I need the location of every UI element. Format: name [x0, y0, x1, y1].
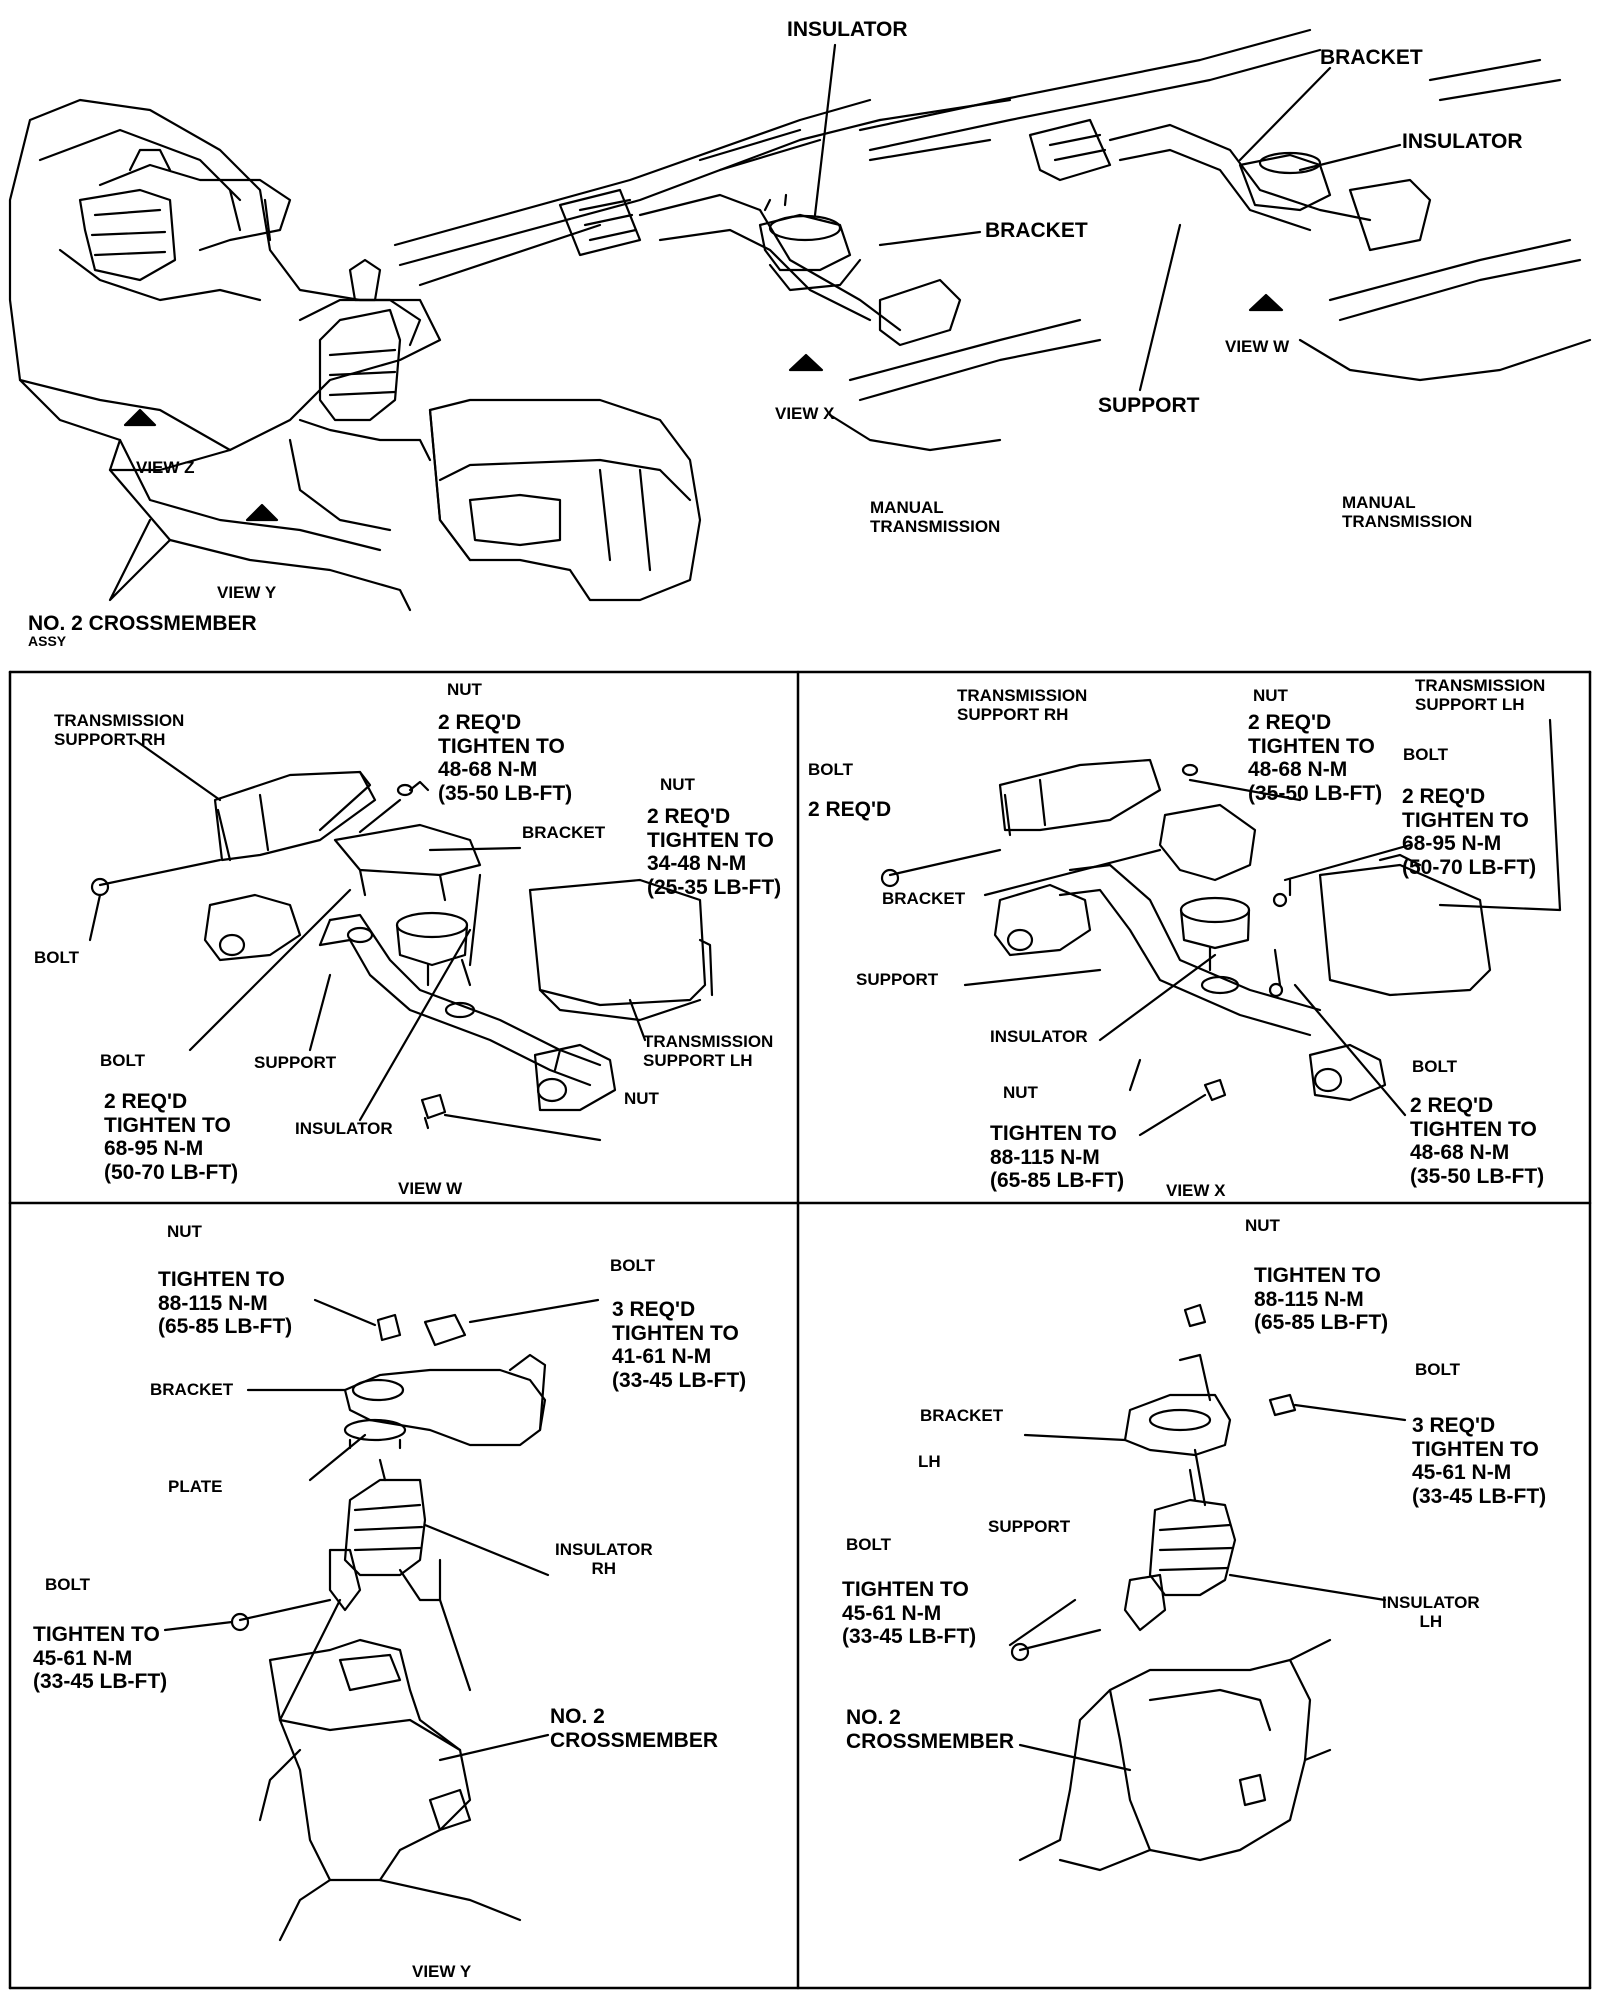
label-support-top: SUPPORT: [1098, 394, 1200, 417]
x-label-nut-lower: NUT: [1003, 1083, 1038, 1102]
w-label-bolt-left: BOLT: [34, 948, 80, 967]
y-label-bolt-top: BOLT: [610, 1256, 656, 1275]
x-label-support: SUPPORT: [856, 970, 939, 989]
w-label-nut-bottom: NUT: [624, 1089, 659, 1108]
crossmember-assy-drawing: [8, 98, 702, 612]
view-w-drawing: [88, 738, 714, 1142]
w-caption-view-w: VIEW W: [398, 1179, 463, 1198]
w-label-nut-top: NUT: [447, 680, 482, 699]
label-manual-transmission-2: MANUAL TRANSMISSION: [1342, 493, 1473, 532]
w-label-nut-right: NUT: [660, 775, 695, 794]
x-label-nut-lower-torque: TIGHTEN TO 88-115 N-M (65-85 LB-FT): [990, 1122, 1125, 1193]
x-label-insulator: INSULATOR: [990, 1027, 1088, 1046]
panel-grid: [8, 670, 1592, 1990]
z-label-bolt-right: BOLT: [1415, 1360, 1461, 1379]
w-label-bolt-lower: BOLT: [100, 1051, 146, 1070]
y-label-insulator-rh: INSULATOR RH: [555, 1540, 653, 1579]
label-view-x-top: VIEW X: [775, 404, 835, 423]
z-label-nut: NUT: [1245, 1216, 1280, 1235]
w-label-support: SUPPORT: [254, 1053, 337, 1072]
label-no2-crossmember: NO. 2 CROSSMEMBER: [28, 612, 257, 635]
label-view-y-top: VIEW Y: [217, 583, 277, 602]
y-label-bolt-left-torque: TIGHTEN TO 45-61 N-M (33-45 LB-FT): [33, 1623, 168, 1694]
x-label-2-reqd-left: 2 REQ'D: [808, 798, 892, 821]
view-y-drawing: [163, 1298, 600, 1942]
z-label-bolt-left: BOLT: [846, 1535, 892, 1554]
y-caption-view-y: VIEW Y: [412, 1962, 472, 1981]
top-leader-lines: [813, 43, 1402, 392]
y-label-plate: PLATE: [168, 1477, 223, 1496]
y-label-nut: NUT: [167, 1222, 202, 1241]
w-label-nut-torque: 2 REQ'D TIGHTEN TO 48-68 N-M (35-50 LB-F…: [438, 711, 573, 805]
label-insulator-right: INSULATOR: [1402, 130, 1523, 153]
view-x-drawing: [880, 718, 1562, 1137]
label-view-w-top: VIEW W: [1225, 337, 1290, 356]
z-label-bracket: BRACKET: [920, 1406, 1004, 1425]
x-label-bracket: BRACKET: [882, 889, 966, 908]
y-label-bracket: BRACKET: [150, 1380, 234, 1399]
x-label-transmission-support-lh: TRANSMISSION SUPPORT LH: [1415, 676, 1546, 715]
z-label-bolt-left-torque: TIGHTEN TO 45-61 N-M (33-45 LB-FT): [842, 1578, 977, 1649]
x-label-nut-top: NUT: [1253, 686, 1288, 705]
label-assy: ASSY: [28, 633, 67, 649]
w-label-transmission-support-lh: TRANSMISSION SUPPORT LH: [643, 1032, 774, 1071]
z-label-support: SUPPORT: [988, 1517, 1071, 1536]
x-label-bolt-left: BOLT: [808, 760, 854, 779]
support-view-w-drawing: [858, 28, 1592, 382]
z-label-no2-crossmember: NO. 2 CROSSMEMBER: [846, 1706, 1015, 1753]
z-label-lh: LH: [918, 1452, 941, 1471]
y-label-bolt-left: BOLT: [45, 1575, 91, 1594]
w-label-insulator: INSULATOR: [295, 1119, 393, 1138]
y-label-nut-torque: TIGHTEN TO 88-115 N-M (65-85 LB-FT): [158, 1268, 293, 1339]
z-label-insulator-lh: INSULATOR LH: [1382, 1593, 1480, 1632]
label-bracket-mid: BRACKET: [985, 219, 1088, 242]
x-label-bolt-lower: BOLT: [1412, 1057, 1458, 1076]
view-z-drawing: [1008, 1303, 1407, 1872]
label-insulator-top: INSULATOR: [787, 18, 908, 41]
x-label-nut-torque: 2 REQ'D TIGHTEN TO 48-68 N-M (35-50 LB-F…: [1248, 711, 1383, 805]
x-label-transmission-support-rh: TRANSMISSION SUPPORT RH: [957, 686, 1088, 725]
label-manual-transmission-1: MANUAL TRANSMISSION: [870, 498, 1001, 537]
support-view-x-drawing: [393, 98, 1102, 452]
z-label-nut-torque: TIGHTEN TO 88-115 N-M (65-85 LB-FT): [1254, 1264, 1389, 1335]
x-label-bolt-right: BOLT: [1403, 745, 1449, 764]
x-label-bolt-right-torque: 2 REQ'D TIGHTEN TO 68-95 N-M (50-70 LB-F…: [1402, 785, 1537, 879]
label-view-z: VIEW Z: [136, 458, 195, 477]
z-label-bolt-right-torque: 3 REQ'D TIGHTEN TO 45-61 N-M (33-45 LB-F…: [1412, 1414, 1547, 1508]
w-label-bolt-torque: 2 REQ'D TIGHTEN TO 68-95 N-M (50-70 LB-F…: [104, 1090, 239, 1184]
w-label-bracket-torque: 2 REQ'D TIGHTEN TO 34-48 N-M (25-35 LB-F…: [647, 805, 782, 899]
y-label-bolt-torque: 3 REQ'D TIGHTEN TO 41-61 N-M (33-45 LB-F…: [612, 1298, 747, 1392]
label-bracket-top-right: BRACKET: [1320, 46, 1423, 69]
y-label-no2-crossmember: NO. 2 CROSSMEMBER: [550, 1705, 719, 1752]
w-label-bracket: BRACKET: [522, 823, 606, 842]
x-caption-view-x: VIEW X: [1166, 1181, 1226, 1200]
x-label-bottom-torque: 2 REQ'D TIGHTEN TO 48-68 N-M (35-50 LB-F…: [1410, 1094, 1545, 1188]
w-label-transmission-support-rh: TRANSMISSION SUPPORT RH: [54, 711, 185, 750]
